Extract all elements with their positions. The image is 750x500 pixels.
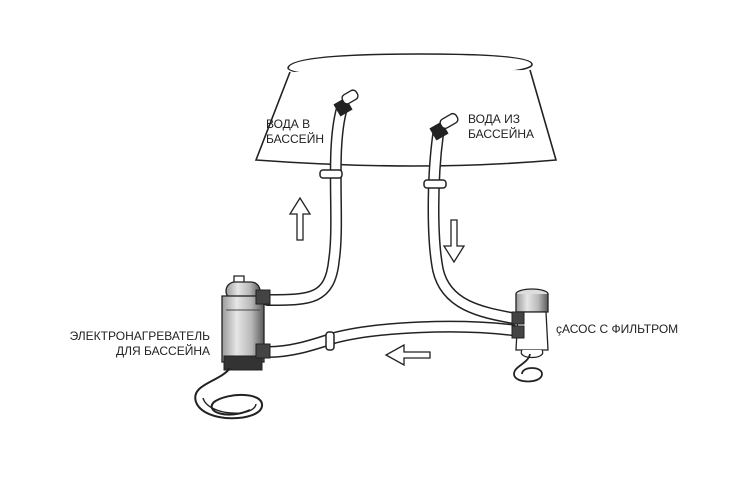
water-out-label-line1: ВОДА ИЗ bbox=[468, 112, 521, 126]
connecting-hose bbox=[262, 320, 518, 358]
pump-power-cord bbox=[513, 353, 543, 383]
heater-label-line1: ЭЛЕКТРОНАГРЕВАТЕЛЬ bbox=[69, 329, 210, 343]
inlet-hose bbox=[427, 129, 518, 324]
pump-label: çАСОС С ФИЛЬТРОМ bbox=[556, 322, 678, 337]
inlet-hose-clamp bbox=[423, 179, 447, 189]
pool-inlet-fitting bbox=[333, 89, 359, 117]
heater-label: ЭЛЕКТРОНАГРЕВАТЕЛЬ ДЛЯ БАССЕЙНА bbox=[60, 329, 210, 359]
pump-label-text: çАСОС С ФИЛЬТРОМ bbox=[556, 322, 679, 336]
arrow-left-icon bbox=[384, 343, 431, 367]
return-hose-clamp bbox=[319, 169, 343, 179]
heater-label-line2: ДЛЯ БАССЕЙНА bbox=[116, 344, 210, 358]
water-out-label-line2: БАССЕЙНА bbox=[468, 127, 534, 141]
water-in-label-line1: ВОДА В bbox=[266, 117, 311, 131]
water-in-label: ВОДА В БАССЕЙН bbox=[266, 117, 324, 147]
hose-clamps bbox=[319, 169, 447, 351]
heater-unit bbox=[221, 275, 271, 371]
water-in-label-line2: БАССЕЙН bbox=[266, 132, 324, 146]
pool bbox=[254, 53, 558, 167]
filter-pump-unit bbox=[511, 288, 549, 359]
water-out-label: ВОДА ИЗ БАССЕЙНА bbox=[468, 112, 534, 142]
arrow-up-icon bbox=[288, 196, 312, 241]
pool-outlet-fitting bbox=[429, 112, 459, 141]
heater-power-cord bbox=[194, 367, 263, 420]
arrow-down-icon bbox=[442, 219, 466, 264]
return-hose bbox=[262, 102, 348, 306]
connecting-hose-clamp bbox=[325, 331, 335, 351]
